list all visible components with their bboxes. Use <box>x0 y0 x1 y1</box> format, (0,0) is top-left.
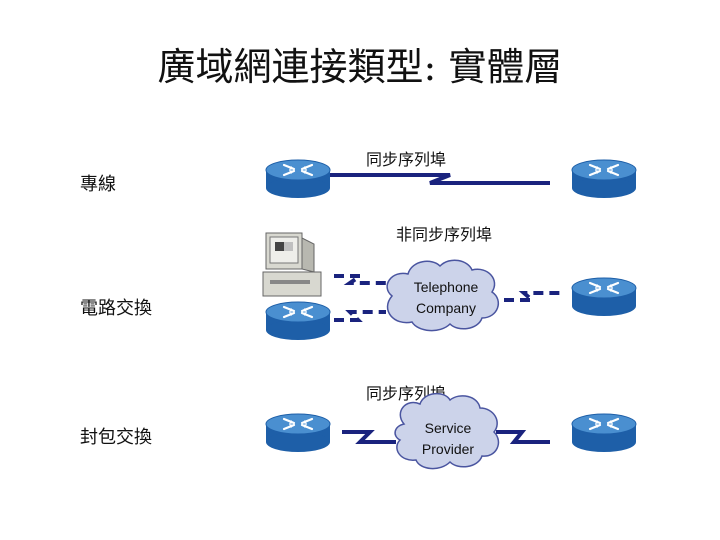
cloud-text-line2: Provider <box>422 441 474 457</box>
packet-link-left <box>342 430 396 444</box>
dial-link-pc <box>334 274 386 285</box>
cloud-icon: Service Provider <box>394 392 500 470</box>
dial-link-remote <box>504 291 560 302</box>
row-label-packet-switched: 封包交換 <box>80 427 152 448</box>
router-icon <box>570 158 638 200</box>
row-label-circuit-switched: 電路交換 <box>80 298 152 319</box>
cloud-icon: Telephone Company <box>386 259 500 332</box>
link-label-sync-serial: 同步序列埠 <box>366 150 447 169</box>
cloud-text-line1: Telephone <box>414 279 479 295</box>
leased-line-link <box>330 173 550 185</box>
page-title: 廣域網連接類型: 實體層 <box>157 45 563 89</box>
router-icon <box>264 412 332 454</box>
dial-link-router <box>334 310 386 322</box>
row-label-leased-line: 專線 <box>80 174 116 195</box>
cloud-text-line1: Service <box>425 420 472 436</box>
pc-icon <box>262 232 322 297</box>
packet-link-right <box>496 430 550 444</box>
router-icon <box>264 300 332 342</box>
router-icon <box>570 276 638 318</box>
link-label-async-serial: 非同步序列埠 <box>396 225 493 244</box>
router-icon <box>264 158 332 200</box>
router-icon <box>570 412 638 454</box>
cloud-text-line2: Company <box>416 300 476 316</box>
